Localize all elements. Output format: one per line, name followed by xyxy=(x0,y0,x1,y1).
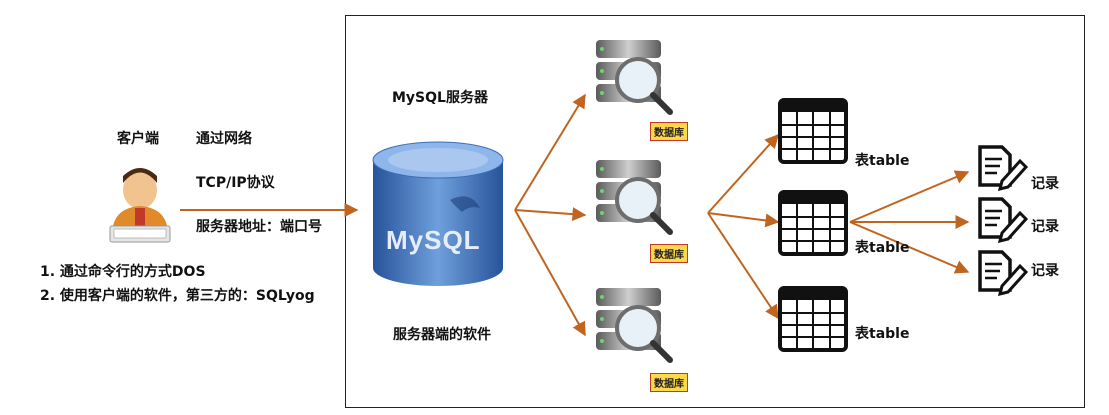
record-label-2: 记录 xyxy=(1031,219,1059,235)
database-icon-2 xyxy=(596,160,673,235)
record-icon-2 xyxy=(978,197,1029,244)
database-tag-3: 数据库 xyxy=(650,373,688,392)
arrow-to-record-3 xyxy=(849,221,970,274)
server-title: MySQL服务器 xyxy=(392,90,488,106)
record-icon-1 xyxy=(978,145,1029,192)
database-icon-3 xyxy=(596,288,673,363)
server-subtitle: 服务器端的软件 xyxy=(393,327,491,343)
client-method-2: 2. 使用客户端的软件，第三方的：SQLyog xyxy=(40,288,315,304)
record-label-3: 记录 xyxy=(1031,263,1059,279)
arrow-to-db-2 xyxy=(514,207,587,222)
arrow-to-table-1 xyxy=(707,133,779,214)
arrow-to-db-1 xyxy=(514,93,586,211)
address-label: 服务器地址：端口号 xyxy=(196,219,322,235)
network-label: 通过网络 xyxy=(196,131,252,147)
table-icon-2 xyxy=(778,190,848,256)
client-person-icon xyxy=(109,168,171,243)
database-icon-1 xyxy=(596,40,673,115)
record-label-1: 记录 xyxy=(1031,176,1059,192)
record-icon-3 xyxy=(978,250,1029,297)
arrow-to-table-2 xyxy=(707,212,780,228)
client-method-1: 1. 通过命令行的方式DOS xyxy=(40,264,206,280)
table-label-1: 表table xyxy=(855,153,910,169)
database-tag-2: 数据库 xyxy=(650,244,688,263)
arrow-to-table-3 xyxy=(707,212,779,320)
table-icon-3 xyxy=(778,286,848,352)
mysql-cylinder-icon xyxy=(372,141,504,286)
client-label: 客户端 xyxy=(117,131,159,147)
database-tag-1: 数据库 xyxy=(650,122,688,141)
table-icon-1 xyxy=(778,98,848,164)
table-label-2: 表table xyxy=(855,240,910,256)
table-label-3: 表table xyxy=(855,326,910,342)
mysql-logo-text: MySQL xyxy=(386,225,481,255)
protocol-label: TCP/IP协议 xyxy=(196,175,275,191)
arrow-to-record-1 xyxy=(849,170,970,223)
arrow-to-db-3 xyxy=(514,209,586,337)
